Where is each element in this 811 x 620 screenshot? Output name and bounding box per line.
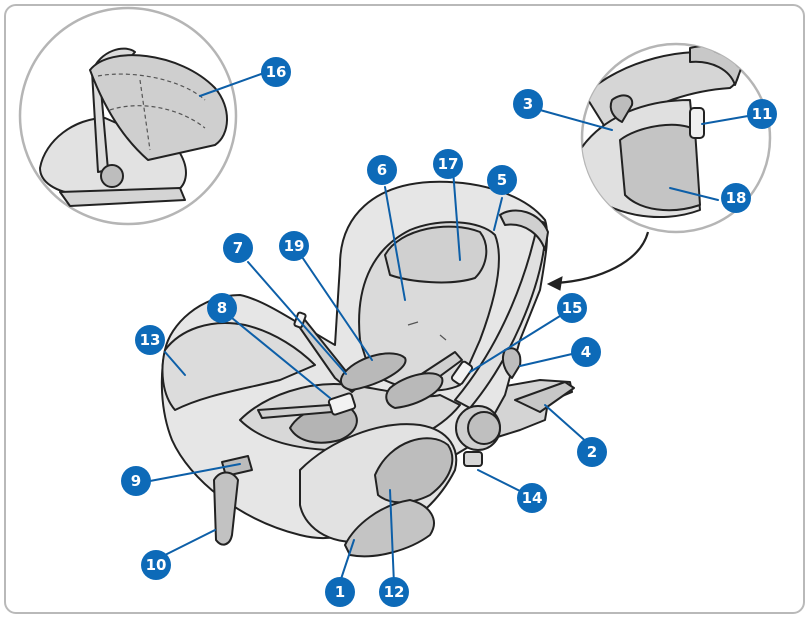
callout-12: 12: [379, 577, 409, 607]
inset-button: [690, 108, 704, 138]
svg-text:7: 7: [233, 239, 243, 257]
callout-17: 17: [433, 149, 463, 179]
callout-6: 6: [367, 155, 397, 185]
callout-8: 8: [207, 293, 237, 323]
detail-arrow: [556, 232, 648, 283]
svg-text:14: 14: [522, 489, 543, 507]
callout-19: 19: [279, 231, 309, 261]
svg-text:15: 15: [562, 299, 583, 317]
svg-text:6: 6: [377, 161, 387, 179]
pivot-release: [464, 452, 482, 466]
callout-1: 1: [325, 577, 355, 607]
detail-arrowhead: [548, 277, 562, 290]
callout-18: 18: [721, 183, 751, 213]
callout-14: 14: [517, 483, 547, 513]
inset-canopy: [20, 8, 236, 224]
svg-text:5: 5: [497, 171, 507, 189]
svg-text:4: 4: [581, 343, 591, 361]
belt-strap: [214, 473, 238, 545]
svg-text:18: 18: [726, 189, 747, 207]
callout-15: 15: [557, 293, 587, 323]
callout-2: 2: [577, 437, 607, 467]
svg-text:1: 1: [335, 583, 345, 601]
callout-10: 10: [141, 550, 171, 580]
svg-text:10: 10: [146, 556, 167, 574]
svg-text:9: 9: [131, 472, 141, 490]
callout-13: 13: [135, 325, 165, 355]
inset-pivot: [101, 165, 123, 187]
callout-16: 16: [261, 57, 291, 87]
car-seat-illustration: [162, 182, 574, 556]
callout-9: 9: [121, 466, 151, 496]
svg-text:11: 11: [752, 105, 773, 123]
inset-release-panel: [620, 125, 700, 210]
callout-11: 11: [747, 99, 777, 129]
svg-text:17: 17: [438, 155, 459, 173]
handle-pivot-inner: [468, 412, 500, 444]
svg-text:3: 3: [523, 95, 533, 113]
svg-text:8: 8: [217, 299, 227, 317]
callout-3: 3: [513, 89, 543, 119]
callout-4: 4: [571, 337, 601, 367]
callout-7: 7: [223, 233, 253, 263]
callout-5: 5: [487, 165, 517, 195]
svg-text:2: 2: [587, 443, 597, 461]
svg-text:16: 16: [266, 63, 287, 81]
svg-text:13: 13: [140, 331, 161, 349]
svg-text:12: 12: [384, 583, 405, 601]
svg-text:19: 19: [284, 237, 305, 255]
